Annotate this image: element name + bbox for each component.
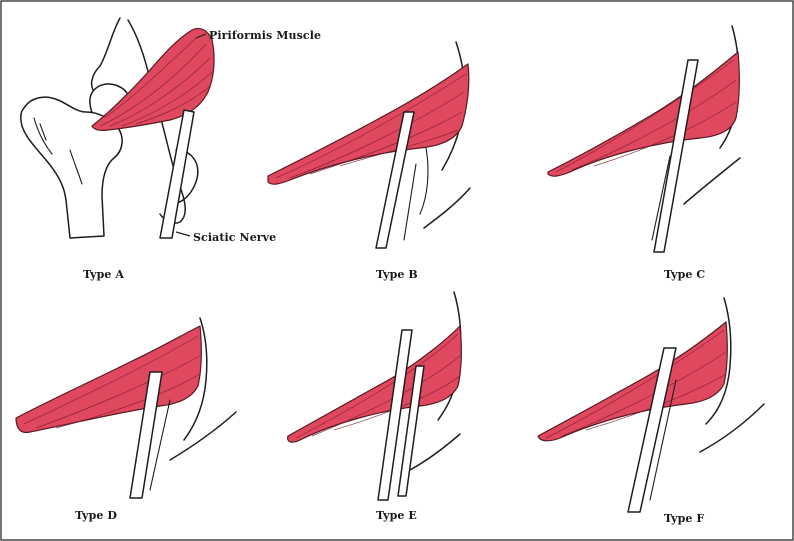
panel-type-b-drawing <box>267 41 471 249</box>
sciatic-nerve-c <box>653 59 699 253</box>
ischium-contour-d <box>169 317 237 461</box>
tendon-line-b <box>419 147 429 215</box>
sciatic-nerve-label: Sciatic Nerve <box>193 231 277 244</box>
greater-trochanter-detail <box>33 117 83 185</box>
ischium-contour-f <box>699 297 765 453</box>
panel-title-type-d: Type D <box>75 509 118 522</box>
piriformis-muscle-e <box>287 325 462 443</box>
panel-type-d-drawing <box>15 317 237 499</box>
sciatic-nerve-b <box>375 111 415 249</box>
leader-line-piriformis <box>195 33 207 39</box>
panel-type-e-drawing <box>287 291 462 501</box>
muscle-fibers-a <box>99 37 213 127</box>
piriformis-muscle-label: Piriformis Muscle <box>209 29 322 42</box>
sciatic-nerve-e-lateral <box>377 329 413 501</box>
panel-title-type-c: Type C <box>664 268 706 281</box>
nerve-branch-f <box>649 379 677 501</box>
piriformis-muscle-d <box>15 325 202 434</box>
nerve-branch-b <box>403 163 417 241</box>
panel-title-type-e: Type E <box>376 509 417 522</box>
panel-title-type-a: Type A <box>83 268 125 281</box>
panel-type-f-drawing <box>537 297 765 513</box>
muscle-fibers-c <box>555 59 737 173</box>
sciatic-nerve-a <box>159 109 195 239</box>
nerve-branch-d <box>149 399 171 491</box>
piriformis-muscle-a <box>91 27 215 131</box>
leader-line-sciatic <box>175 231 191 237</box>
sciatic-nerve-f <box>627 347 677 513</box>
piriformis-muscle-b <box>267 63 470 185</box>
sciatic-nerve-e-medial <box>397 365 425 497</box>
panel-type-a-drawing <box>19 17 215 239</box>
panel-title-type-b: Type B <box>376 268 418 281</box>
muscle-fibers-f <box>545 329 727 439</box>
piriformis-muscle-c <box>547 51 740 177</box>
panel-title-type-f: Type F <box>664 512 705 525</box>
panel-type-c-drawing <box>547 25 741 253</box>
femur-shaft <box>19 96 123 239</box>
nerve-branch-c <box>651 155 671 241</box>
muscle-fibers-d <box>23 335 201 429</box>
piriformis-muscle-f <box>537 321 728 442</box>
sciatic-nerve-d <box>129 371 163 499</box>
